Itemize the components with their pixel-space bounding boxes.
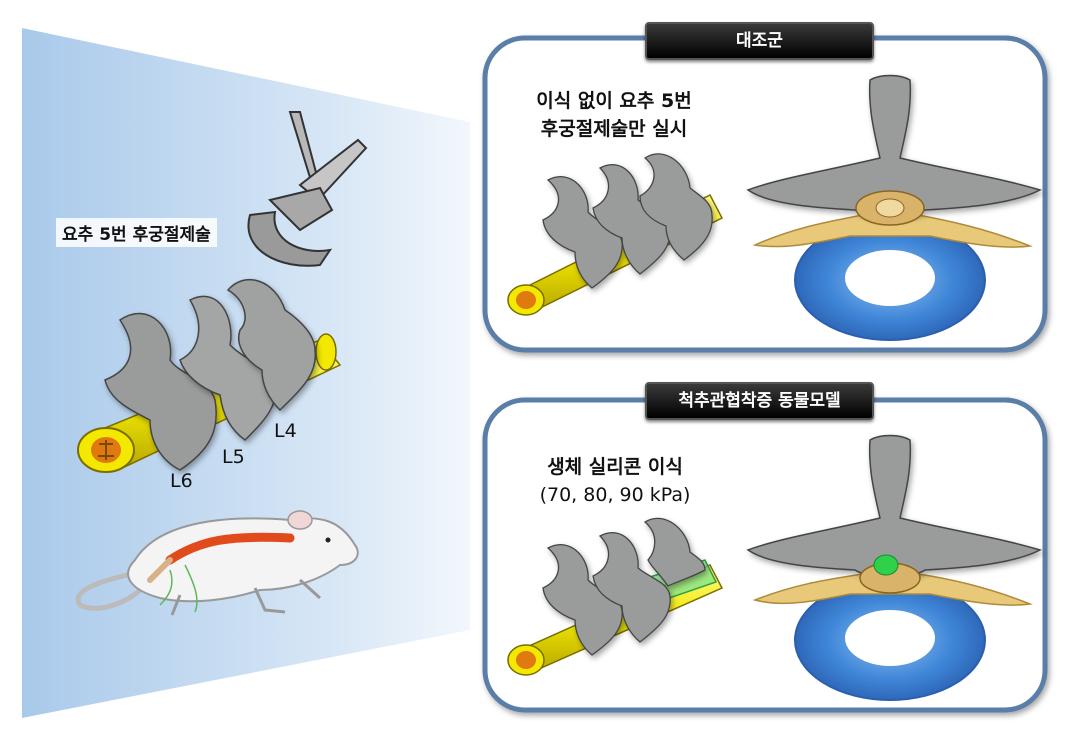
rat-spine-highlight [165, 532, 295, 565]
rat-nerves [159, 564, 198, 613]
model-cross-section [746, 434, 1043, 701]
rat-eye [325, 537, 331, 543]
left-vertebrae-illustration [77, 279, 342, 473]
control-vertebrae-illustration [507, 153, 724, 316]
rat-legs [170, 578, 322, 616]
model-silicone-in-canal [873, 554, 899, 576]
model-caption-line1: 생체 실리콘 이식 [547, 456, 683, 478]
rat-tail [75, 567, 151, 611]
rat-ear [287, 510, 313, 530]
level-label-l5: L5 [222, 446, 245, 468]
level-label-l4: L4 [274, 420, 297, 442]
level-label-l6: L6 [170, 470, 193, 492]
control-cross-section [746, 74, 1043, 341]
rongeur-icon [247, 111, 368, 267]
vertebra-l4 [226, 279, 316, 412]
control-title-badge: 대조군 [645, 22, 874, 60]
vertebra-l6 [104, 312, 217, 471]
model-vertebrae-illustration [507, 517, 724, 676]
rat-spine-rest [147, 557, 173, 583]
rat-illustration [75, 510, 359, 616]
model-vertebral-arch [746, 434, 1043, 577]
vertebra-l5 [179, 295, 277, 441]
model-caption-line2: (70, 80, 90 kPa) [539, 484, 691, 506]
model-title-badge: 척추관협착증 동물모델 [645, 382, 874, 420]
control-nerve-roots [752, 214, 1033, 248]
control-caption-line2: 후궁절제술만 실시 [540, 118, 688, 140]
control-caption-line1: 이식 없이 요추 5번 [536, 90, 692, 112]
control-vertebral-arch [746, 74, 1043, 217]
procedure-label: 요추 5번 후궁절제술 [56, 218, 217, 247]
